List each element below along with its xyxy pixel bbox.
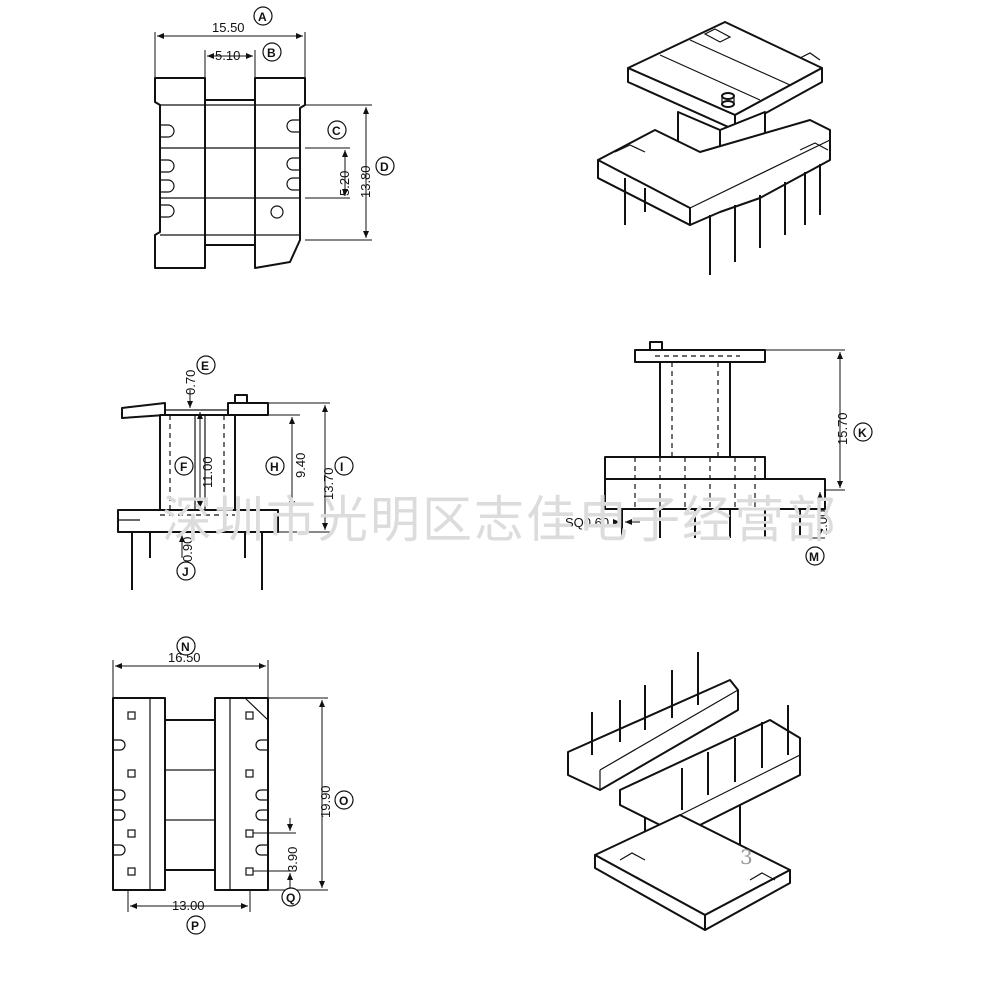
side-view: 15.70 K 2.00 M SQ0.60 — [565, 341, 873, 566]
isometric-view-bottom — [567, 652, 801, 931]
top-view-left-flange — [154, 77, 206, 269]
dim-Q-label: Q — [286, 891, 295, 905]
dim-K-label: K — [858, 426, 867, 440]
dim-D-label: D — [380, 160, 389, 174]
dim-F-value: 11.00 — [200, 456, 215, 488]
dim-H-value: 9.40 — [293, 453, 308, 478]
dim-E-value: 0.70 — [183, 370, 198, 395]
pin1-marker-icon — [270, 205, 284, 219]
dim-C-label: C — [332, 124, 341, 138]
dim-A-value: 15.50 — [212, 20, 245, 35]
dim-J-label: J — [182, 565, 189, 579]
side-view-core — [659, 361, 731, 458]
dim-O-label: O — [339, 794, 348, 808]
dim-M-label: M — [809, 550, 819, 564]
front-view: 0.70 E 11.00 F 9.40 H 13.70 I 0.90 J — [117, 355, 354, 590]
top-view-core — [204, 99, 256, 246]
top-view: 15.50 A 5.10 B 5.20 C 13.80 D — [154, 6, 395, 269]
dim-E-label: E — [201, 359, 209, 373]
dim-N-label: N — [181, 640, 190, 654]
dim-I-value: 13.70 — [321, 467, 336, 500]
bottom-view-core — [164, 719, 216, 871]
dim-P-value: 13.00 — [172, 898, 205, 913]
dim-H-label: H — [270, 460, 279, 474]
dim-B-label: B — [267, 46, 276, 60]
page-number: 3 — [740, 845, 753, 869]
dim-D-value: 13.80 — [358, 165, 373, 198]
dim-C-value: 5.20 — [337, 171, 352, 196]
dim-Q-value: 3.90 — [285, 847, 300, 872]
bottom-view: 16.50 N 19.90 O 13.00 P 3.90 Q — [112, 636, 354, 935]
dim-M-value: 2.00 — [815, 510, 830, 535]
dim-B-value: 5.10 — [215, 48, 240, 63]
top-view-right-flange — [254, 77, 306, 269]
dim-K-value: 15.70 — [835, 412, 850, 445]
dim-SQ-value: SQ0.60 — [565, 515, 609, 530]
dim-J-value: 0.90 — [180, 537, 195, 562]
dim-P-label: P — [191, 919, 199, 933]
dim-A-label: A — [258, 10, 267, 24]
dim-O-value: 19.90 — [318, 785, 333, 818]
dim-I-label: I — [340, 460, 343, 474]
dim-F-label: F — [180, 460, 187, 474]
isometric-view-top — [597, 21, 831, 275]
dim-N-value: 16.50 — [168, 650, 201, 665]
